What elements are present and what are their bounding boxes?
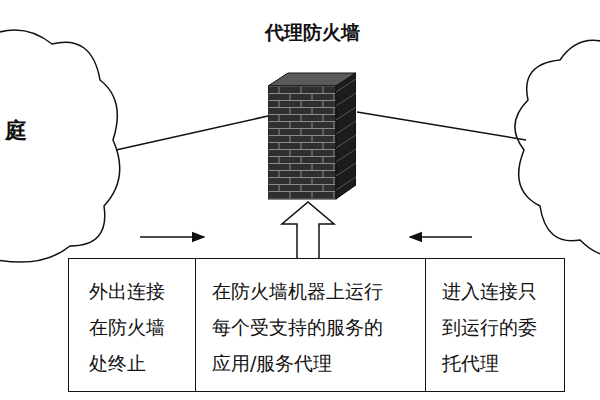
direction-arrow — [140, 236, 204, 238]
table-cell: 外出连接在防火墙处终止 — [68, 258, 197, 392]
table-cell: 进入连接只到运行的委托代理 — [425, 258, 565, 392]
network-link — [116, 116, 268, 150]
cell-text: 在防火墙机器上运行每个受支持的服务的应用/服务代理 — [212, 273, 396, 381]
brick-wall — [268, 72, 356, 200]
cell-text: 进入连接只到运行的委托代理 — [442, 273, 544, 381]
node-title: 代理防火墙 — [265, 20, 360, 46]
network-link — [357, 112, 526, 140]
cloud-label: 庭 — [5, 116, 27, 146]
network-cloud — [0, 30, 120, 262]
network-cloud — [515, 40, 600, 255]
firewall-icon: 代理防火墙 — [268, 72, 356, 200]
hollow-arrow — [282, 202, 334, 258]
direction-arrow — [410, 236, 472, 238]
cell-text: 外出连接在防火墙处终止 — [89, 273, 173, 381]
table-cell: 在防火墙机器上运行每个受支持的服务的应用/服务代理 — [195, 258, 427, 392]
network-cloud: 庭 — [0, 40, 116, 256]
